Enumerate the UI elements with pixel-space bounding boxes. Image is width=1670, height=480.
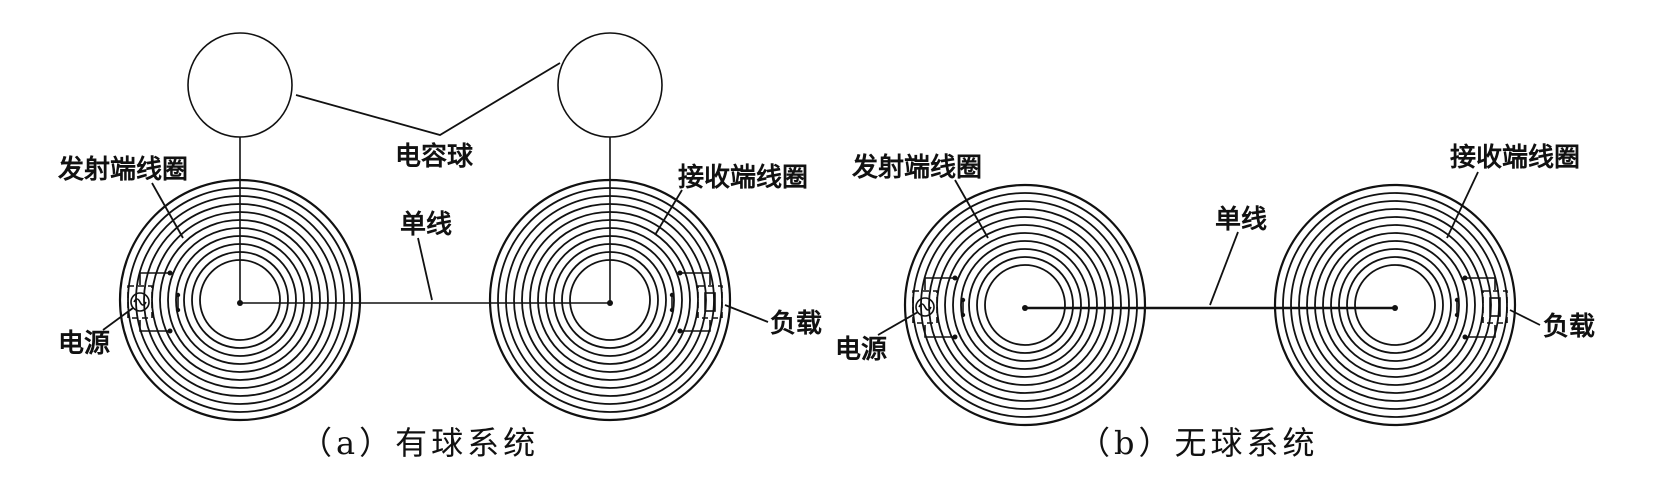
ac-source-icon xyxy=(915,297,935,317)
coil-turn xyxy=(513,203,707,397)
junction-dot xyxy=(237,300,243,306)
panel-a-with-balls: 发射端线圈 接收端线圈 电容球 单线 电源 负载 （a）有球系统 xyxy=(57,32,822,462)
coil-turn xyxy=(912,192,1138,418)
coil-turn xyxy=(984,264,1066,346)
coil-turn xyxy=(191,251,289,349)
coil-turn xyxy=(553,243,667,357)
coil-turn xyxy=(151,211,329,389)
coil-turn xyxy=(143,203,337,397)
coil-turn xyxy=(944,224,1106,386)
coil-turn xyxy=(1354,264,1436,346)
coil-turn xyxy=(545,235,675,365)
coil-turn xyxy=(127,187,353,413)
receiver-coil xyxy=(1273,183,1517,427)
junction-dot xyxy=(1022,305,1028,311)
coil-turn xyxy=(118,178,362,422)
junction-dot xyxy=(607,300,613,306)
label-load: 负载 xyxy=(770,309,822,339)
coil-turn xyxy=(1290,200,1500,410)
receiver-coil xyxy=(488,178,732,422)
resistor-icon xyxy=(1489,297,1501,317)
coil-turn xyxy=(1322,232,1468,378)
coil-turn xyxy=(1338,248,1452,362)
source-box xyxy=(127,285,153,319)
label-source: 电源 xyxy=(58,329,110,359)
load-box xyxy=(697,285,723,319)
label-single-wire: 单线 xyxy=(400,210,452,240)
coil-turn xyxy=(903,183,1147,427)
caption-a: （a）有球系统 xyxy=(300,424,539,462)
coil-turn xyxy=(183,243,297,357)
capacitor-ball-right xyxy=(557,32,663,138)
coil-turn xyxy=(1306,216,1484,394)
coil-turn xyxy=(199,259,281,341)
label-capacitor-ball: 电容球 xyxy=(395,141,474,172)
label-source: 电源 xyxy=(835,335,887,365)
label-transmitter-coil: 发射端线圈 xyxy=(57,154,188,185)
coil-turn xyxy=(175,235,305,365)
source-box xyxy=(912,290,938,324)
panel-b-without-balls: 发射端线圈 接收端线圈 单线 电源 负载 （b）无球系统 xyxy=(835,143,1595,462)
label-receiver-coil: 接收端线圈 xyxy=(678,163,808,193)
junction-dot xyxy=(1392,305,1398,311)
coil-turn xyxy=(936,216,1114,394)
coil-turn xyxy=(976,256,1074,354)
capacitor-ball-left xyxy=(187,32,293,138)
coil-turn xyxy=(952,232,1098,378)
coil-turn xyxy=(167,227,313,373)
coil-turn xyxy=(1346,256,1444,354)
coil-turn xyxy=(159,219,321,381)
source-circuit xyxy=(127,270,181,334)
label-single-wire: 单线 xyxy=(1215,205,1267,235)
label-load: 负载 xyxy=(1543,312,1595,342)
coil-turn xyxy=(928,208,1122,402)
coil-turn xyxy=(521,211,699,389)
coil-turn xyxy=(1282,192,1508,418)
load-circuit xyxy=(1454,275,1508,340)
coil-turn xyxy=(1273,183,1517,427)
ac-source-icon xyxy=(130,292,150,312)
resistor-icon xyxy=(704,292,716,312)
coil-turn xyxy=(537,227,683,373)
source-circuit xyxy=(912,275,966,340)
coil-turn xyxy=(561,251,659,349)
coil-turn xyxy=(569,259,651,341)
coil-turn xyxy=(529,219,691,381)
coil-turn xyxy=(1330,240,1460,370)
coil-turn xyxy=(497,187,723,413)
coil-turn xyxy=(505,195,715,405)
coil-turn xyxy=(488,178,732,422)
label-receiver-coil: 接收端线圈 xyxy=(1450,143,1580,173)
coil-turn xyxy=(1298,208,1492,402)
load-circuit xyxy=(669,270,723,334)
caption-b: （b）无球系统 xyxy=(1078,424,1319,462)
label-transmitter-coil: 发射端线圈 xyxy=(851,152,982,183)
load-box xyxy=(1482,290,1508,324)
coil-turn xyxy=(968,248,1082,362)
coil-turn xyxy=(1314,224,1476,386)
coil-turn xyxy=(960,240,1090,370)
